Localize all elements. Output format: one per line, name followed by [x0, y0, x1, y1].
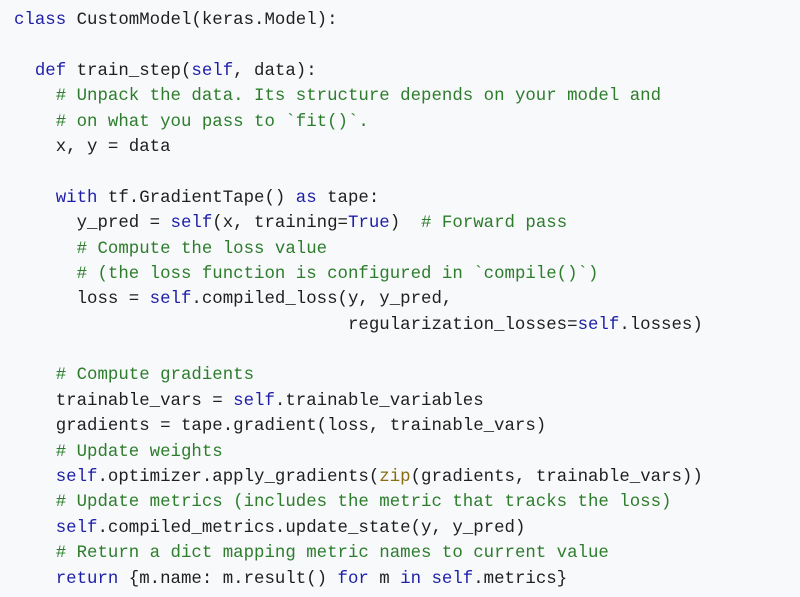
code-text: (gradients, trainable_vars))	[410, 468, 703, 488]
code-line: with tf.GradientTape() as tape:	[14, 186, 800, 211]
code-keyword: self	[191, 61, 234, 81]
code-line: regularization_losses=self.losses)	[14, 313, 800, 338]
code-line: self.compiled_metrics.update_state(y, y_…	[14, 516, 800, 541]
code-keyword: self	[431, 569, 474, 589]
code-text: x, y = data	[14, 137, 171, 157]
code-text: {m.name: m.result()	[118, 569, 338, 589]
code-line: # Return a dict mapping metric names to …	[14, 541, 800, 566]
code-line	[14, 160, 800, 185]
code-comment: # (the loss function is configured in `c…	[76, 264, 599, 284]
code-keyword: self	[233, 391, 275, 411]
code-text	[14, 240, 77, 259]
code-line: def train_step(self, data):	[14, 59, 800, 84]
code-text: .compiled_loss(y, y_pred,	[191, 290, 453, 310]
code-keyword: return	[55, 569, 119, 589]
code-line: x, y = data	[14, 135, 800, 160]
code-comment: # Forward pass	[421, 214, 568, 234]
code-text: .losses)	[619, 315, 703, 335]
code-keyword: class	[14, 11, 67, 30]
code-text	[14, 87, 56, 106]
code-text	[14, 366, 56, 385]
code-line	[14, 33, 800, 58]
code-line: # Update weights	[14, 440, 800, 465]
code-text: trainable_vars =	[14, 391, 234, 411]
code-text	[14, 570, 56, 589]
code-keyword: with	[55, 188, 98, 208]
code-keyword: as	[295, 188, 317, 208]
code-text: .compiled_metrics.update_state(y, y_pred…	[97, 518, 526, 538]
code-keyword: self	[55, 468, 98, 488]
code-text	[14, 113, 56, 132]
code-text: CustomModel(keras.Model):	[66, 11, 338, 30]
code-comment: # Update weights	[55, 442, 223, 462]
code-text	[14, 265, 77, 284]
code-line: # Compute the loss value	[14, 237, 800, 262]
code-keyword: self	[577, 315, 620, 335]
code-line: trainable_vars = self.trainable_variable…	[14, 389, 800, 414]
code-text: tf.GradientTape()	[97, 188, 296, 208]
code-line: self.optimizer.apply_gradients(zip(gradi…	[14, 465, 800, 490]
code-text: .optimizer.apply_gradients(	[97, 468, 380, 488]
code-comment: # on what you pass to `fit()`.	[55, 112, 369, 132]
code-text: , data):	[233, 61, 317, 81]
code-text: train_step(	[66, 61, 192, 81]
code-line: return {m.name: m.result() for m in self…	[14, 567, 800, 592]
code-comment: # Return a dict mapping metric names to …	[55, 544, 609, 564]
code-comment: # Update metrics (includes the metric th…	[55, 493, 672, 513]
code-text: gradients = tape.gradient(loss, trainabl…	[14, 417, 547, 437]
code-text: m	[368, 569, 401, 589]
code-text: .trainable_variables	[274, 391, 484, 411]
code-text: regularization_losses=	[14, 315, 578, 335]
code-text	[14, 468, 56, 487]
code-line: gradients = tape.gradient(loss, trainabl…	[14, 414, 800, 439]
code-line	[14, 338, 800, 363]
code-text	[14, 62, 35, 81]
code-line: y_pred = self(x, training=True) # Forwar…	[14, 211, 800, 236]
code-comment: # Compute gradients	[55, 366, 255, 386]
code-line: # on what you pass to `fit()`.	[14, 110, 800, 135]
code-text: )	[389, 214, 422, 234]
code-keyword: self	[55, 518, 98, 538]
code-keyword: self	[149, 290, 192, 310]
code-line: # Compute gradients	[14, 363, 800, 388]
code-text	[14, 544, 56, 563]
code-line: loss = self.compiled_loss(y, y_pred,	[14, 287, 800, 312]
code-text	[421, 570, 431, 589]
code-text: y_pred =	[14, 214, 171, 234]
code-text	[14, 443, 56, 462]
code-line: class CustomModel(keras.Model):	[14, 8, 800, 33]
code-text	[14, 189, 56, 208]
code-text: (x, training=	[212, 214, 348, 234]
code-line: # Update metrics (includes the metric th…	[14, 490, 800, 515]
code-text: tape:	[316, 188, 380, 208]
code-comment: # Compute the loss value	[76, 239, 328, 259]
code-keyword: def	[34, 61, 67, 81]
code-builtin: zip	[379, 468, 411, 488]
code-keyword: in	[400, 569, 422, 589]
code-line: # Unpack the data. Its structure depends…	[14, 84, 800, 109]
code-text: loss =	[14, 290, 150, 310]
code-text: .metrics}	[473, 569, 568, 589]
code-keyword: True	[347, 214, 390, 234]
code-keyword: self	[170, 214, 213, 234]
code-text	[14, 493, 56, 512]
code-text	[14, 519, 56, 538]
code-comment: # Unpack the data. Its structure depends…	[55, 87, 662, 107]
code-line: # (the loss function is configured in `c…	[14, 262, 800, 287]
code-keyword: for	[337, 569, 369, 589]
